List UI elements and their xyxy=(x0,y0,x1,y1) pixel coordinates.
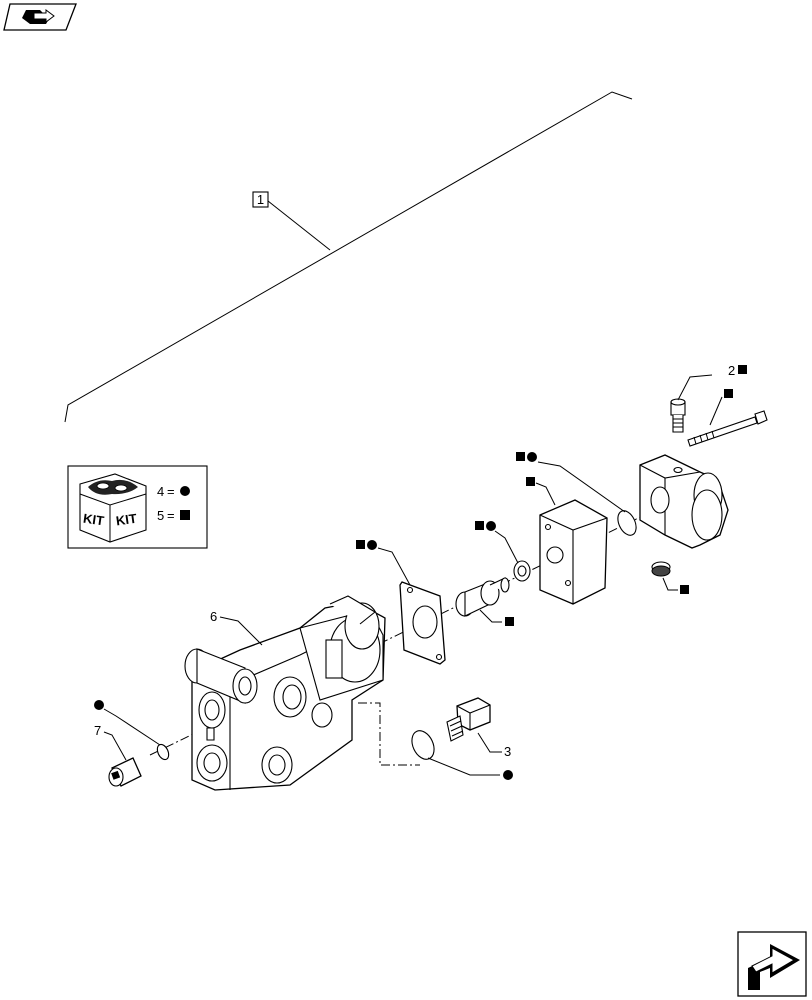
square-marker-housing-ring xyxy=(516,452,525,461)
square-marker-cap xyxy=(680,585,689,594)
legend-square-symbol xyxy=(180,510,190,520)
next-page-button[interactable] xyxy=(737,931,807,997)
assembly-callout-label: 1 xyxy=(257,192,264,207)
next-page-icon xyxy=(748,944,800,990)
square-marker-cover xyxy=(526,477,535,486)
callout-3: 3 xyxy=(504,744,511,759)
o-ring-port xyxy=(156,743,170,761)
screw-item-2 xyxy=(670,398,686,433)
square-marker-gasket xyxy=(356,540,365,549)
assembly-bracket xyxy=(64,91,633,423)
kit-legend: KIT KIT 4 = 5 = xyxy=(67,465,208,549)
square-marker-spool xyxy=(505,617,514,626)
port-axis-line xyxy=(358,702,420,766)
square-marker-seal xyxy=(475,521,484,530)
legend-circle-symbol xyxy=(180,486,190,496)
legend-equals-5: = xyxy=(167,508,175,523)
kit-text-right: KIT xyxy=(115,511,138,529)
long-bolt xyxy=(687,410,768,447)
kit-text-left: KIT xyxy=(82,511,105,529)
circle-marker-seal xyxy=(486,521,496,531)
o-ring-housing xyxy=(617,510,637,536)
legend-number-4: 4 xyxy=(157,484,164,499)
housing-cap xyxy=(651,561,671,577)
legend-number-5: 5 xyxy=(157,508,164,523)
valve-body xyxy=(184,595,386,791)
callout-2: 2 xyxy=(728,363,735,378)
circle-marker-plug-ring xyxy=(503,770,513,780)
solenoid-housing xyxy=(639,454,729,549)
spool xyxy=(455,577,510,617)
circle-marker-gasket xyxy=(367,540,377,550)
legend-equals-4: = xyxy=(167,484,175,499)
assembly-callout-box: 1 xyxy=(252,191,269,208)
seal-ring xyxy=(513,560,531,582)
previous-page-icon xyxy=(22,9,55,24)
circle-marker-housing-ring xyxy=(527,452,537,462)
o-ring-item-3 xyxy=(411,730,435,760)
previous-page-button[interactable] xyxy=(3,3,77,31)
gasket xyxy=(399,581,446,665)
circle-marker-port-ring xyxy=(94,700,104,710)
callout-6: 6 xyxy=(210,609,217,624)
plug-item-7 xyxy=(108,757,142,787)
square-marker-screw xyxy=(738,365,747,374)
square-marker-bolt xyxy=(724,389,733,398)
callout-7: 7 xyxy=(94,723,101,738)
kit-box-icon xyxy=(79,473,147,543)
cover-block xyxy=(539,499,608,605)
plug-item-3 xyxy=(446,697,491,742)
